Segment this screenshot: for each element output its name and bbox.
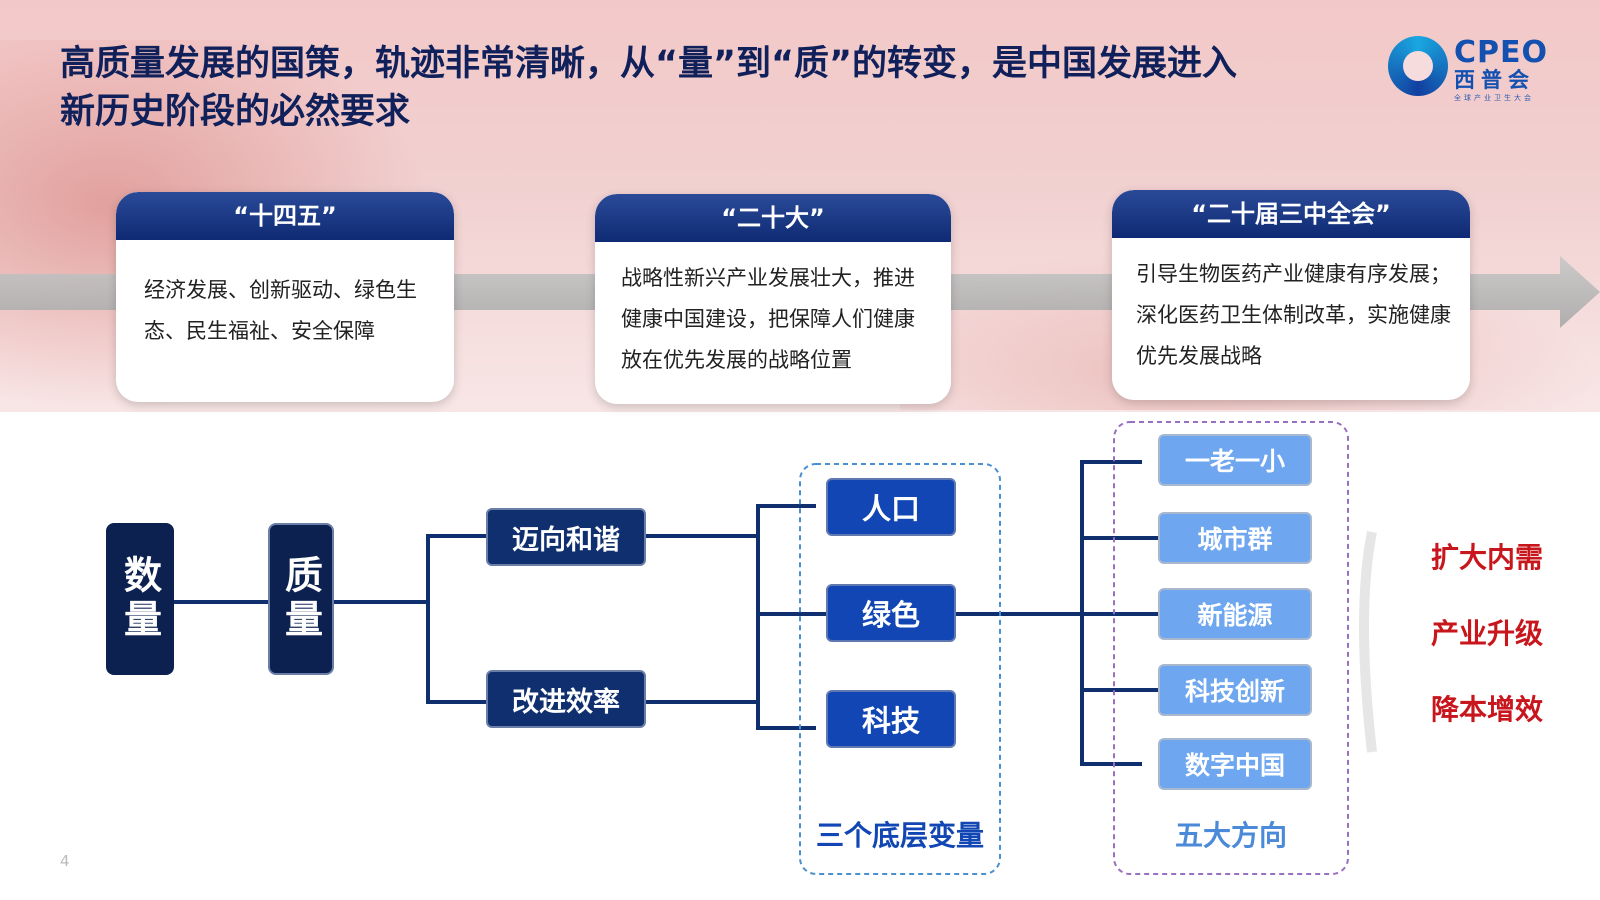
logo-text: CPEO — [1454, 35, 1548, 70]
timeline-card-third-plenum: “二十届三中全会” 引导生物医药产业健康有序发展；深化医药卫生体制改革，实施健康… — [1112, 190, 1470, 400]
outcome-industrial-upgrade: 产业升级 — [1430, 617, 1543, 650]
direction-box-tech-innovation: 科技创新 — [1158, 664, 1312, 716]
path-efficiency-box: 改进效率 — [486, 670, 646, 728]
quality-box: 质量 — [268, 523, 334, 675]
cpeo-logo: CPEO 西普会 全球产业卫生大会 — [1388, 35, 1568, 102]
page-title: 高质量发展的国策，轨迹非常清晰，从“量”到“质”的转变，是中国发展进入新历史阶段… — [60, 44, 1238, 132]
direction-box-elderly-young: 一老一小 — [1158, 434, 1312, 486]
card-header: “十四五” — [116, 192, 454, 240]
variable-green-box: 绿色 — [826, 584, 956, 642]
direction-box-city-clusters: 城市群 — [1158, 512, 1312, 564]
variable-population-box: 人口 — [826, 478, 956, 536]
outcome-cost-efficiency: 降本增效 — [1430, 693, 1543, 726]
path-harmony-box: 迈向和谐 — [486, 508, 646, 566]
variable-technology-box: 科技 — [826, 690, 956, 748]
card-body: 战略性新兴产业发展壮大，推进健康中国建设，把保障人们健康放在优先发展的战略位置 — [621, 266, 915, 372]
connector-lines — [174, 421, 1377, 875]
card-body: 经济发展、创新驱动、绿色生态、民生福祉、安全保障 — [144, 278, 417, 343]
transformation-diagram: 数量 质量 迈向和谐 改进效率 人口 绿色 科技 三个底层变量 一老一小 城市群… — [0, 412, 1600, 900]
logo-ring-icon — [1388, 36, 1448, 96]
quantity-box: 数量 — [106, 523, 174, 675]
timeline-card-20th-congress: “二十大” 战略性新兴产业发展壮大，推进健康中国建设，把保障人们健康放在优先发展… — [595, 194, 951, 404]
logo-subtext: 西普会 — [1454, 68, 1535, 92]
direction-box-new-energy: 新能源 — [1158, 588, 1312, 640]
card-body: 引导生物医药产业健康有序发展；深化医药卫生体制改革，实施健康优先发展战略 — [1136, 262, 1451, 368]
variables-group-label: 三个底层变量 — [815, 819, 984, 852]
card-header: “二十大” — [595, 194, 951, 242]
page-number: 4 — [60, 852, 70, 870]
direction-box-digital-china: 数字中国 — [1158, 738, 1312, 790]
outcome-bracket — [1359, 531, 1377, 753]
directions-group-border — [1113, 421, 1349, 875]
logo-tagline: 全球产业卫生大会 — [1454, 94, 1534, 102]
directions-group-label: 五大方向 — [1174, 819, 1287, 852]
timeline-card-14th-plan: “十四五” 经济发展、创新驱动、绿色生态、民生福祉、安全保障 — [116, 192, 454, 402]
card-header: “二十届三中全会” — [1112, 190, 1470, 238]
variables-group-border — [799, 463, 1001, 875]
outcome-domestic-demand: 扩大内需 — [1430, 541, 1543, 574]
